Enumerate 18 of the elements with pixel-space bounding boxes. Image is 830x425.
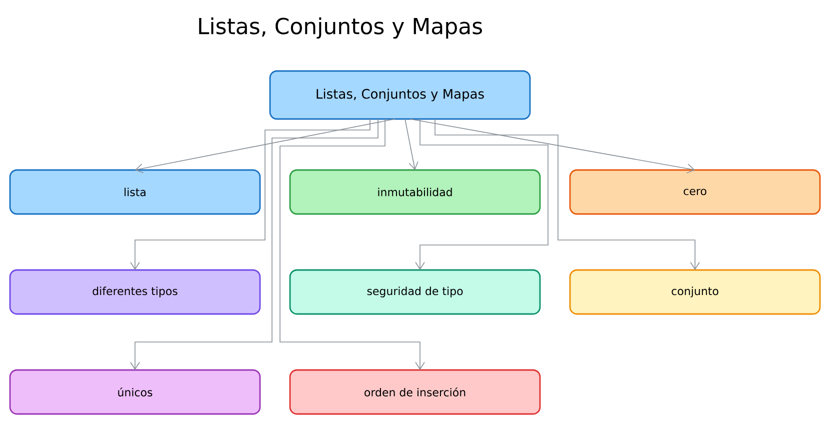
topic-box: orden de inserción [289, 369, 541, 415]
topic-box: únicos [9, 369, 261, 415]
topic-box: conjunto [569, 269, 821, 315]
arrow [404, 118, 418, 170]
topic-box: cero [569, 169, 821, 215]
arrow [135, 118, 396, 174]
arrow [280, 118, 425, 370]
topic-box: seguridad de tipo [289, 269, 541, 315]
topic-box: lista [9, 169, 261, 215]
arrow [130, 118, 378, 370]
topic-box: inmutabilidad [289, 169, 541, 215]
diagram-title: Listas, Conjuntos y Mapas [199, 17, 482, 39]
arrow [415, 118, 548, 270]
arrow [410, 118, 695, 174]
arrow [130, 118, 370, 270]
arrow [434, 118, 700, 270]
topic-box: Listas, Conjuntos y Mapas [269, 70, 531, 120]
topic-box: diferentes tipos [9, 269, 261, 315]
